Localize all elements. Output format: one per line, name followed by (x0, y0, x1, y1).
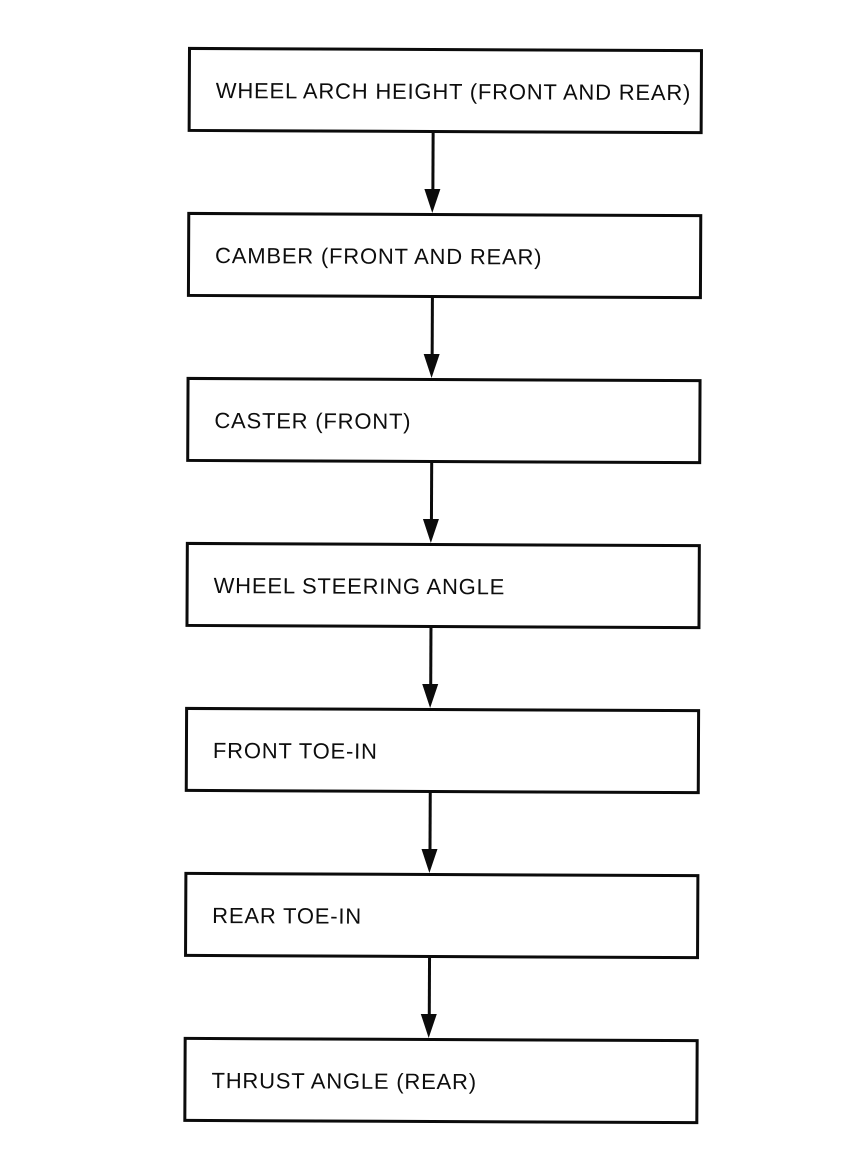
flow-step-label: REAR TOE-IN (212, 903, 363, 929)
down-arrow-icon (423, 188, 440, 214)
flow-step-label: THRUST ANGLE (REAR) (211, 1068, 477, 1095)
flowchart: WHEEL ARCH HEIGHT (FRONT AND REAR) CAMBE… (183, 46, 703, 1125)
flow-connector (187, 297, 702, 379)
flow-step-label: FRONT TOE-IN (212, 738, 378, 764)
down-arrow-icon (421, 683, 438, 709)
down-arrow-icon (420, 848, 438, 874)
flow-step-label: CAMBER (FRONT AND REAR) (215, 243, 543, 270)
flow-connector (185, 627, 700, 709)
flow-connector (184, 792, 699, 874)
arrow-line (430, 297, 434, 357)
flow-step-front-toe-in: FRONT TOE-IN (184, 706, 701, 795)
arrow-line (427, 792, 432, 851)
flow-connector (184, 957, 699, 1039)
arrow-line (430, 132, 435, 192)
down-arrow-icon (420, 1013, 437, 1039)
arrow-line (429, 462, 433, 522)
flow-step-rear-toe-in: REAR TOE-IN (184, 871, 700, 960)
flow-connector (186, 462, 701, 544)
down-arrow-icon (422, 518, 439, 544)
flow-step-label: WHEEL ARCH HEIGHT (FRONT AND REAR) (215, 78, 692, 106)
flow-connector (187, 132, 702, 214)
flow-step-caster: CASTER (FRONT) (186, 376, 702, 465)
flow-step-label: WHEEL STEERING ANGLE (213, 573, 506, 600)
down-arrow-icon (423, 353, 440, 379)
flow-step-label: CASTER (FRONT) (214, 408, 412, 434)
flow-step-wheel-arch-height: WHEEL ARCH HEIGHT (FRONT AND REAR) (187, 46, 703, 135)
arrow-line (428, 627, 432, 687)
flow-step-wheel-steering-angle: WHEEL STEERING ANGLE (185, 541, 701, 630)
arrow-line (427, 957, 431, 1016)
flow-step-thrust-angle: THRUST ANGLE (REAR) (183, 1036, 699, 1125)
flow-step-camber: CAMBER (FRONT AND REAR) (186, 211, 703, 300)
